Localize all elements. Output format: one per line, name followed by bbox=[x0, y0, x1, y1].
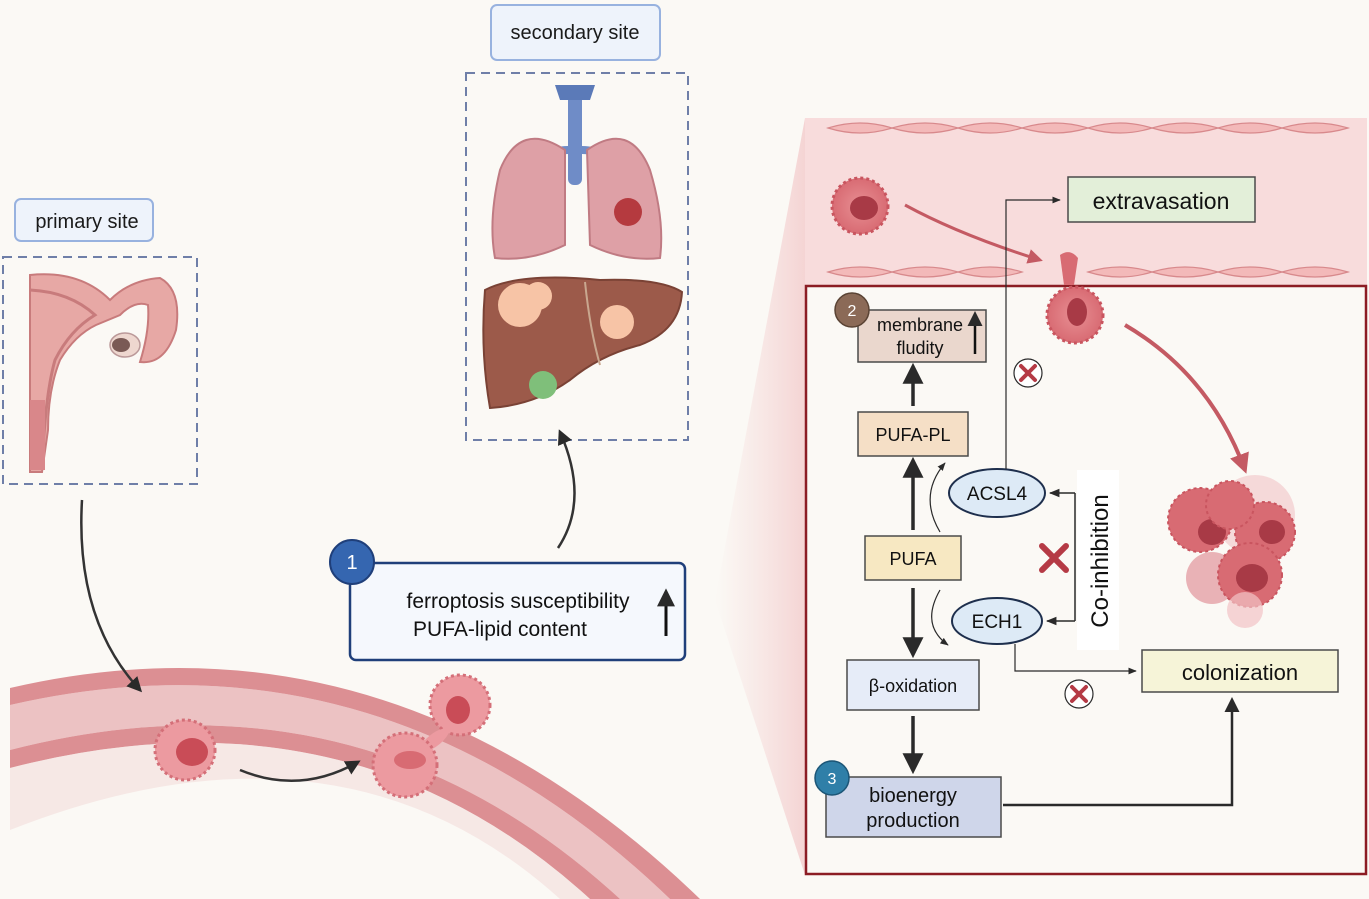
bioenergy-line-2: production bbox=[866, 810, 959, 832]
secondary-site-frame bbox=[465, 72, 689, 441]
primary-site-label: primary site bbox=[35, 211, 138, 233]
acsl4-label: ACSL4 bbox=[967, 484, 1028, 505]
secondary-site-label: secondary site bbox=[511, 22, 640, 44]
acsl4-enzyme bbox=[948, 468, 1046, 518]
badge-2-label: 2 bbox=[848, 303, 857, 320]
block-colonization-icon bbox=[1064, 679, 1094, 709]
extravasating-cell bbox=[371, 673, 492, 799]
pufa-pl-box bbox=[857, 411, 969, 457]
acsl4-catalysis-arrow bbox=[929, 462, 946, 533]
vessel-arrow bbox=[239, 760, 361, 783]
primary-site-label-box bbox=[14, 198, 154, 242]
co-inhibition-label: Co-inhibition bbox=[1087, 494, 1114, 627]
badge-1-label: 1 bbox=[346, 552, 357, 574]
pufa-label: PUFA bbox=[889, 549, 936, 569]
colonization-label: colonization bbox=[1182, 660, 1298, 685]
extravasation-box bbox=[1067, 176, 1256, 223]
tumor-cell-in-vessel bbox=[830, 176, 890, 236]
bioenergy-to-colonization-arrow bbox=[1003, 697, 1240, 807]
primary-to-vessel-arrow bbox=[80, 499, 143, 693]
badge-3-label: 3 bbox=[828, 771, 837, 788]
susceptibility-line-2: PUFA-lipid content bbox=[413, 618, 587, 641]
badge-1 bbox=[329, 539, 375, 585]
transmigrating-cell bbox=[1045, 252, 1105, 345]
colonization-box bbox=[1141, 649, 1339, 693]
beta-oxidation-box bbox=[846, 659, 980, 711]
metastatic-cluster bbox=[1167, 475, 1296, 628]
block-extravasation-icon bbox=[1013, 358, 1043, 388]
ech1-label: ECH1 bbox=[972, 612, 1023, 633]
ech1-enzyme bbox=[951, 597, 1043, 645]
endothelial-cells-top bbox=[825, 122, 1351, 134]
uterus-illustration bbox=[29, 273, 179, 473]
extravasation-label: extravasation bbox=[1093, 188, 1230, 214]
circulating-tumor-cell bbox=[153, 718, 217, 782]
ech1-to-colonization-line bbox=[1014, 644, 1137, 675]
beta-oxidation-label: β-oxidation bbox=[869, 676, 957, 696]
ech1-catalysis-arrow bbox=[931, 589, 949, 646]
membrane-line-2: fludity bbox=[896, 338, 943, 358]
to-secondary-arrow bbox=[556, 429, 576, 549]
zoom-connector bbox=[715, 118, 805, 875]
susceptibility-line-1: ferroptosis susceptibility bbox=[407, 590, 630, 613]
badge-2 bbox=[834, 292, 870, 328]
bioenergy-box bbox=[825, 776, 1002, 838]
intravascular-arrow bbox=[904, 203, 1043, 264]
pufa-pl-label: PUFA-PL bbox=[875, 425, 950, 445]
badge-3 bbox=[814, 760, 850, 796]
blood-vessel bbox=[10, 667, 700, 899]
acsl4-to-extravasation-line bbox=[1005, 196, 1061, 469]
susceptibility-box bbox=[348, 561, 687, 662]
inhibition-x-large-icon bbox=[1039, 543, 1069, 573]
to-metastasis-arrow bbox=[1123, 323, 1249, 474]
liver-illustration bbox=[482, 276, 684, 410]
membrane-line-1: membrane bbox=[877, 315, 963, 335]
primary-site-frame bbox=[2, 256, 198, 485]
secondary-site-label-box bbox=[490, 4, 661, 61]
co-inhibition-box bbox=[1077, 470, 1119, 650]
membrane-fluidity-box bbox=[857, 309, 987, 363]
lungs-illustration bbox=[491, 85, 663, 260]
bioenergy-line-1: bioenergy bbox=[869, 785, 957, 807]
pufa-box bbox=[864, 535, 962, 581]
